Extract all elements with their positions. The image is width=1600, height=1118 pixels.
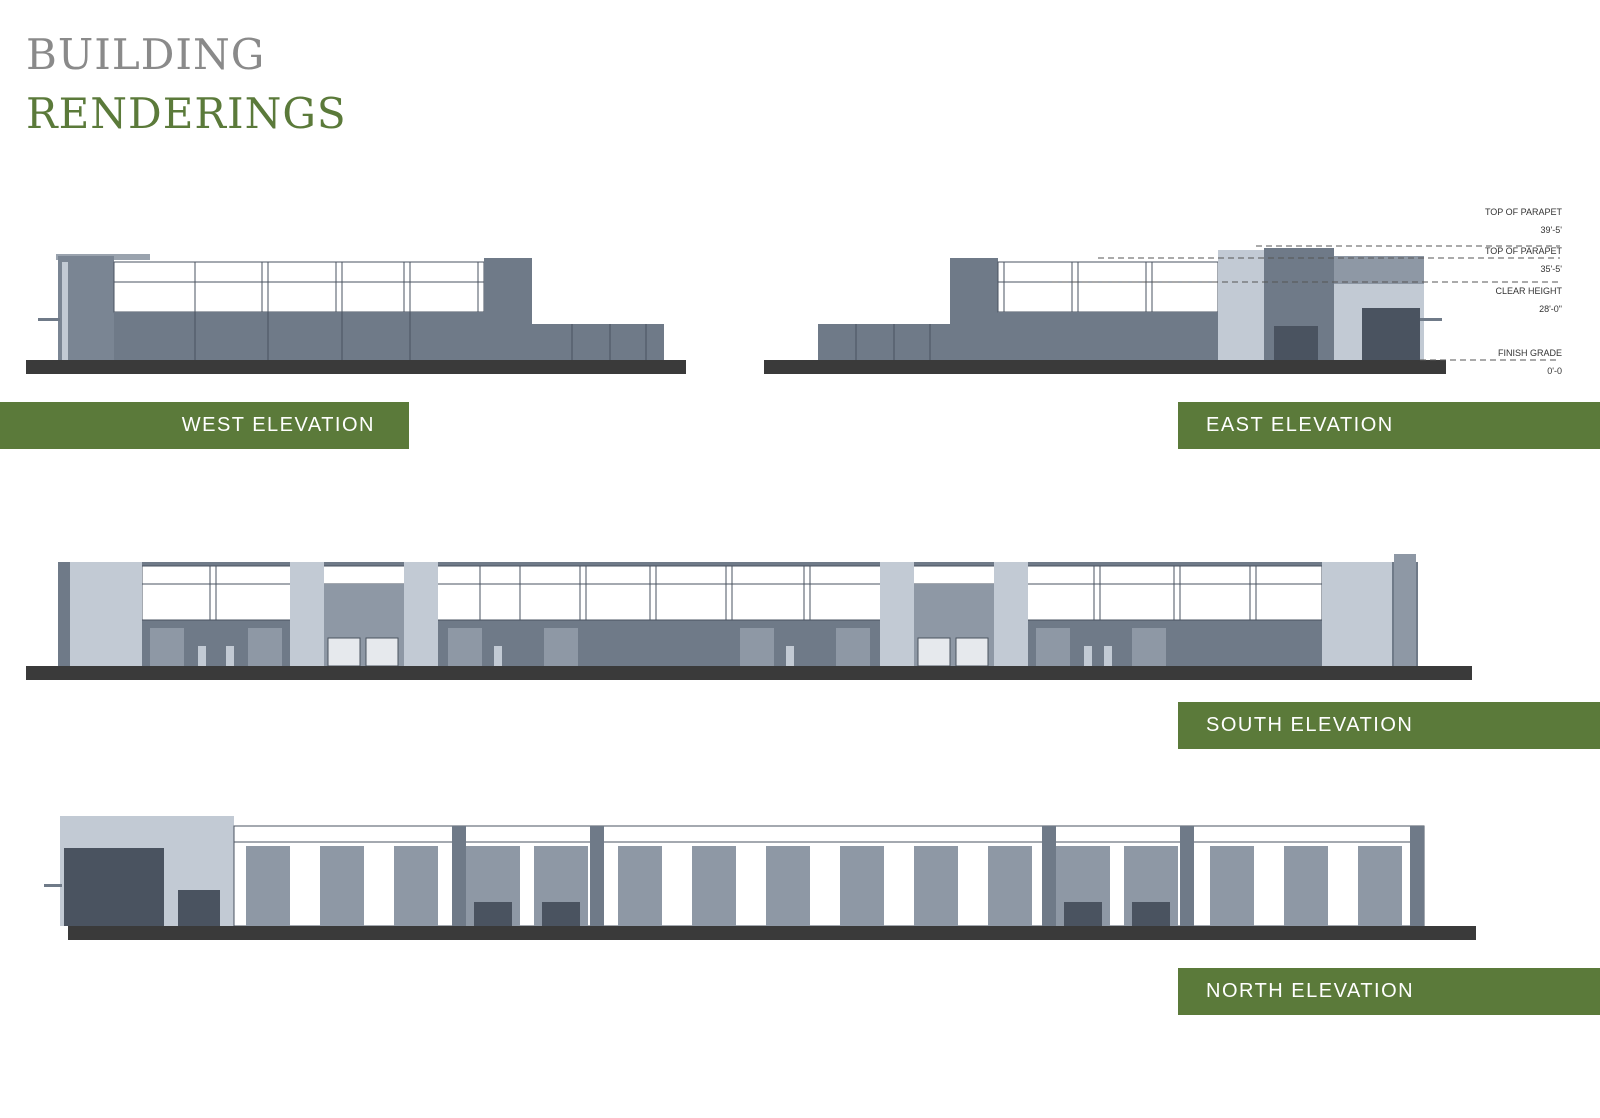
north-ground-line bbox=[68, 926, 1476, 940]
south-roll-up-doors bbox=[150, 628, 1166, 666]
east-low-wing bbox=[818, 324, 950, 360]
west-mullions bbox=[114, 262, 484, 312]
west-ledge bbox=[38, 318, 60, 321]
top-parapet-value-2: 35'-5' bbox=[1541, 264, 1563, 274]
west-lower-wall bbox=[114, 312, 484, 360]
east-mid-tower bbox=[950, 258, 998, 360]
page-title-line-2: RENDERINGS bbox=[26, 89, 347, 138]
top-parapet-value-1: 39'-5' bbox=[1541, 225, 1563, 235]
east-ledge bbox=[1420, 318, 1442, 321]
east-elevation-drawing: TOP OF PARAPET 39'-5' TOP OF PARAPET 35'… bbox=[764, 207, 1562, 376]
east-upper-band bbox=[1334, 256, 1424, 284]
north-elevation-text: NORTH ELEVATION bbox=[1206, 980, 1415, 1002]
east-clerestory-glass bbox=[997, 261, 1219, 313]
east-elevation-text: EAST ELEVATION bbox=[1206, 414, 1394, 436]
east-dimension-lines bbox=[1052, 245, 1560, 361]
west-tower-trim bbox=[62, 262, 68, 360]
west-elevation-label: WEST ELEVATION bbox=[0, 402, 409, 449]
west-panel-joints bbox=[194, 312, 647, 360]
top-parapet-label-1: TOP OF PARAPET bbox=[1485, 207, 1563, 217]
south-light-pier-4 bbox=[880, 562, 914, 666]
south-dock-door-4 bbox=[955, 637, 989, 667]
page-title-line-1: BUILDING bbox=[26, 30, 266, 79]
south-dock-door-3 bbox=[917, 637, 951, 667]
south-elevation-text: SOUTH ELEVATION bbox=[1206, 714, 1414, 736]
north-pilasters bbox=[452, 826, 1424, 926]
south-ground-line bbox=[26, 666, 1472, 680]
east-elevation-label: EAST ELEVATION bbox=[1178, 402, 1600, 449]
west-elevation-text: WEST ELEVATION bbox=[181, 414, 375, 436]
south-dock-door-2 bbox=[365, 637, 399, 667]
clear-height-label: CLEAR HEIGHT bbox=[1495, 286, 1562, 296]
north-office-storefront bbox=[64, 848, 164, 926]
west-ground-line bbox=[26, 360, 686, 374]
south-dock-door-1 bbox=[327, 637, 361, 667]
clear-height-value: 28'-0" bbox=[1539, 304, 1562, 314]
finish-grade-value: 0'-0 bbox=[1547, 366, 1562, 376]
west-mid-tower bbox=[484, 258, 532, 360]
west-low-wing bbox=[532, 324, 664, 360]
west-clerestory-glass bbox=[113, 261, 485, 313]
south-light-pier-5 bbox=[994, 562, 1028, 666]
north-window-bays bbox=[246, 846, 1402, 926]
north-ledge bbox=[44, 884, 62, 887]
south-elevation-label: SOUTH ELEVATION bbox=[1178, 702, 1600, 749]
east-lower-wall bbox=[998, 312, 1218, 360]
top-parapet-label-2: TOP OF PARAPET bbox=[1485, 246, 1563, 256]
east-light-pier bbox=[1218, 250, 1264, 360]
south-light-pier-1 bbox=[70, 562, 142, 666]
west-elevation-drawing bbox=[26, 254, 686, 374]
south-light-pier-6 bbox=[1322, 562, 1392, 666]
south-elevation-drawing bbox=[26, 554, 1472, 680]
east-dimension-labels: TOP OF PARAPET 39'-5' TOP OF PARAPET 35'… bbox=[1485, 207, 1563, 376]
finish-grade-label: FINISH GRADE bbox=[1498, 348, 1562, 358]
east-ground-line bbox=[764, 360, 1446, 374]
south-light-pier-3 bbox=[404, 562, 438, 666]
east-entry-door bbox=[1274, 326, 1318, 360]
south-end-tower bbox=[1394, 554, 1416, 666]
east-office-storefront bbox=[1362, 308, 1420, 360]
north-office-entry bbox=[178, 890, 220, 926]
north-entry-doors bbox=[474, 902, 1170, 926]
south-light-pier-2 bbox=[290, 562, 324, 666]
north-elevation-label: NORTH ELEVATION bbox=[1178, 968, 1600, 1015]
south-man-doors bbox=[198, 646, 1112, 666]
north-elevation-drawing bbox=[44, 816, 1476, 940]
